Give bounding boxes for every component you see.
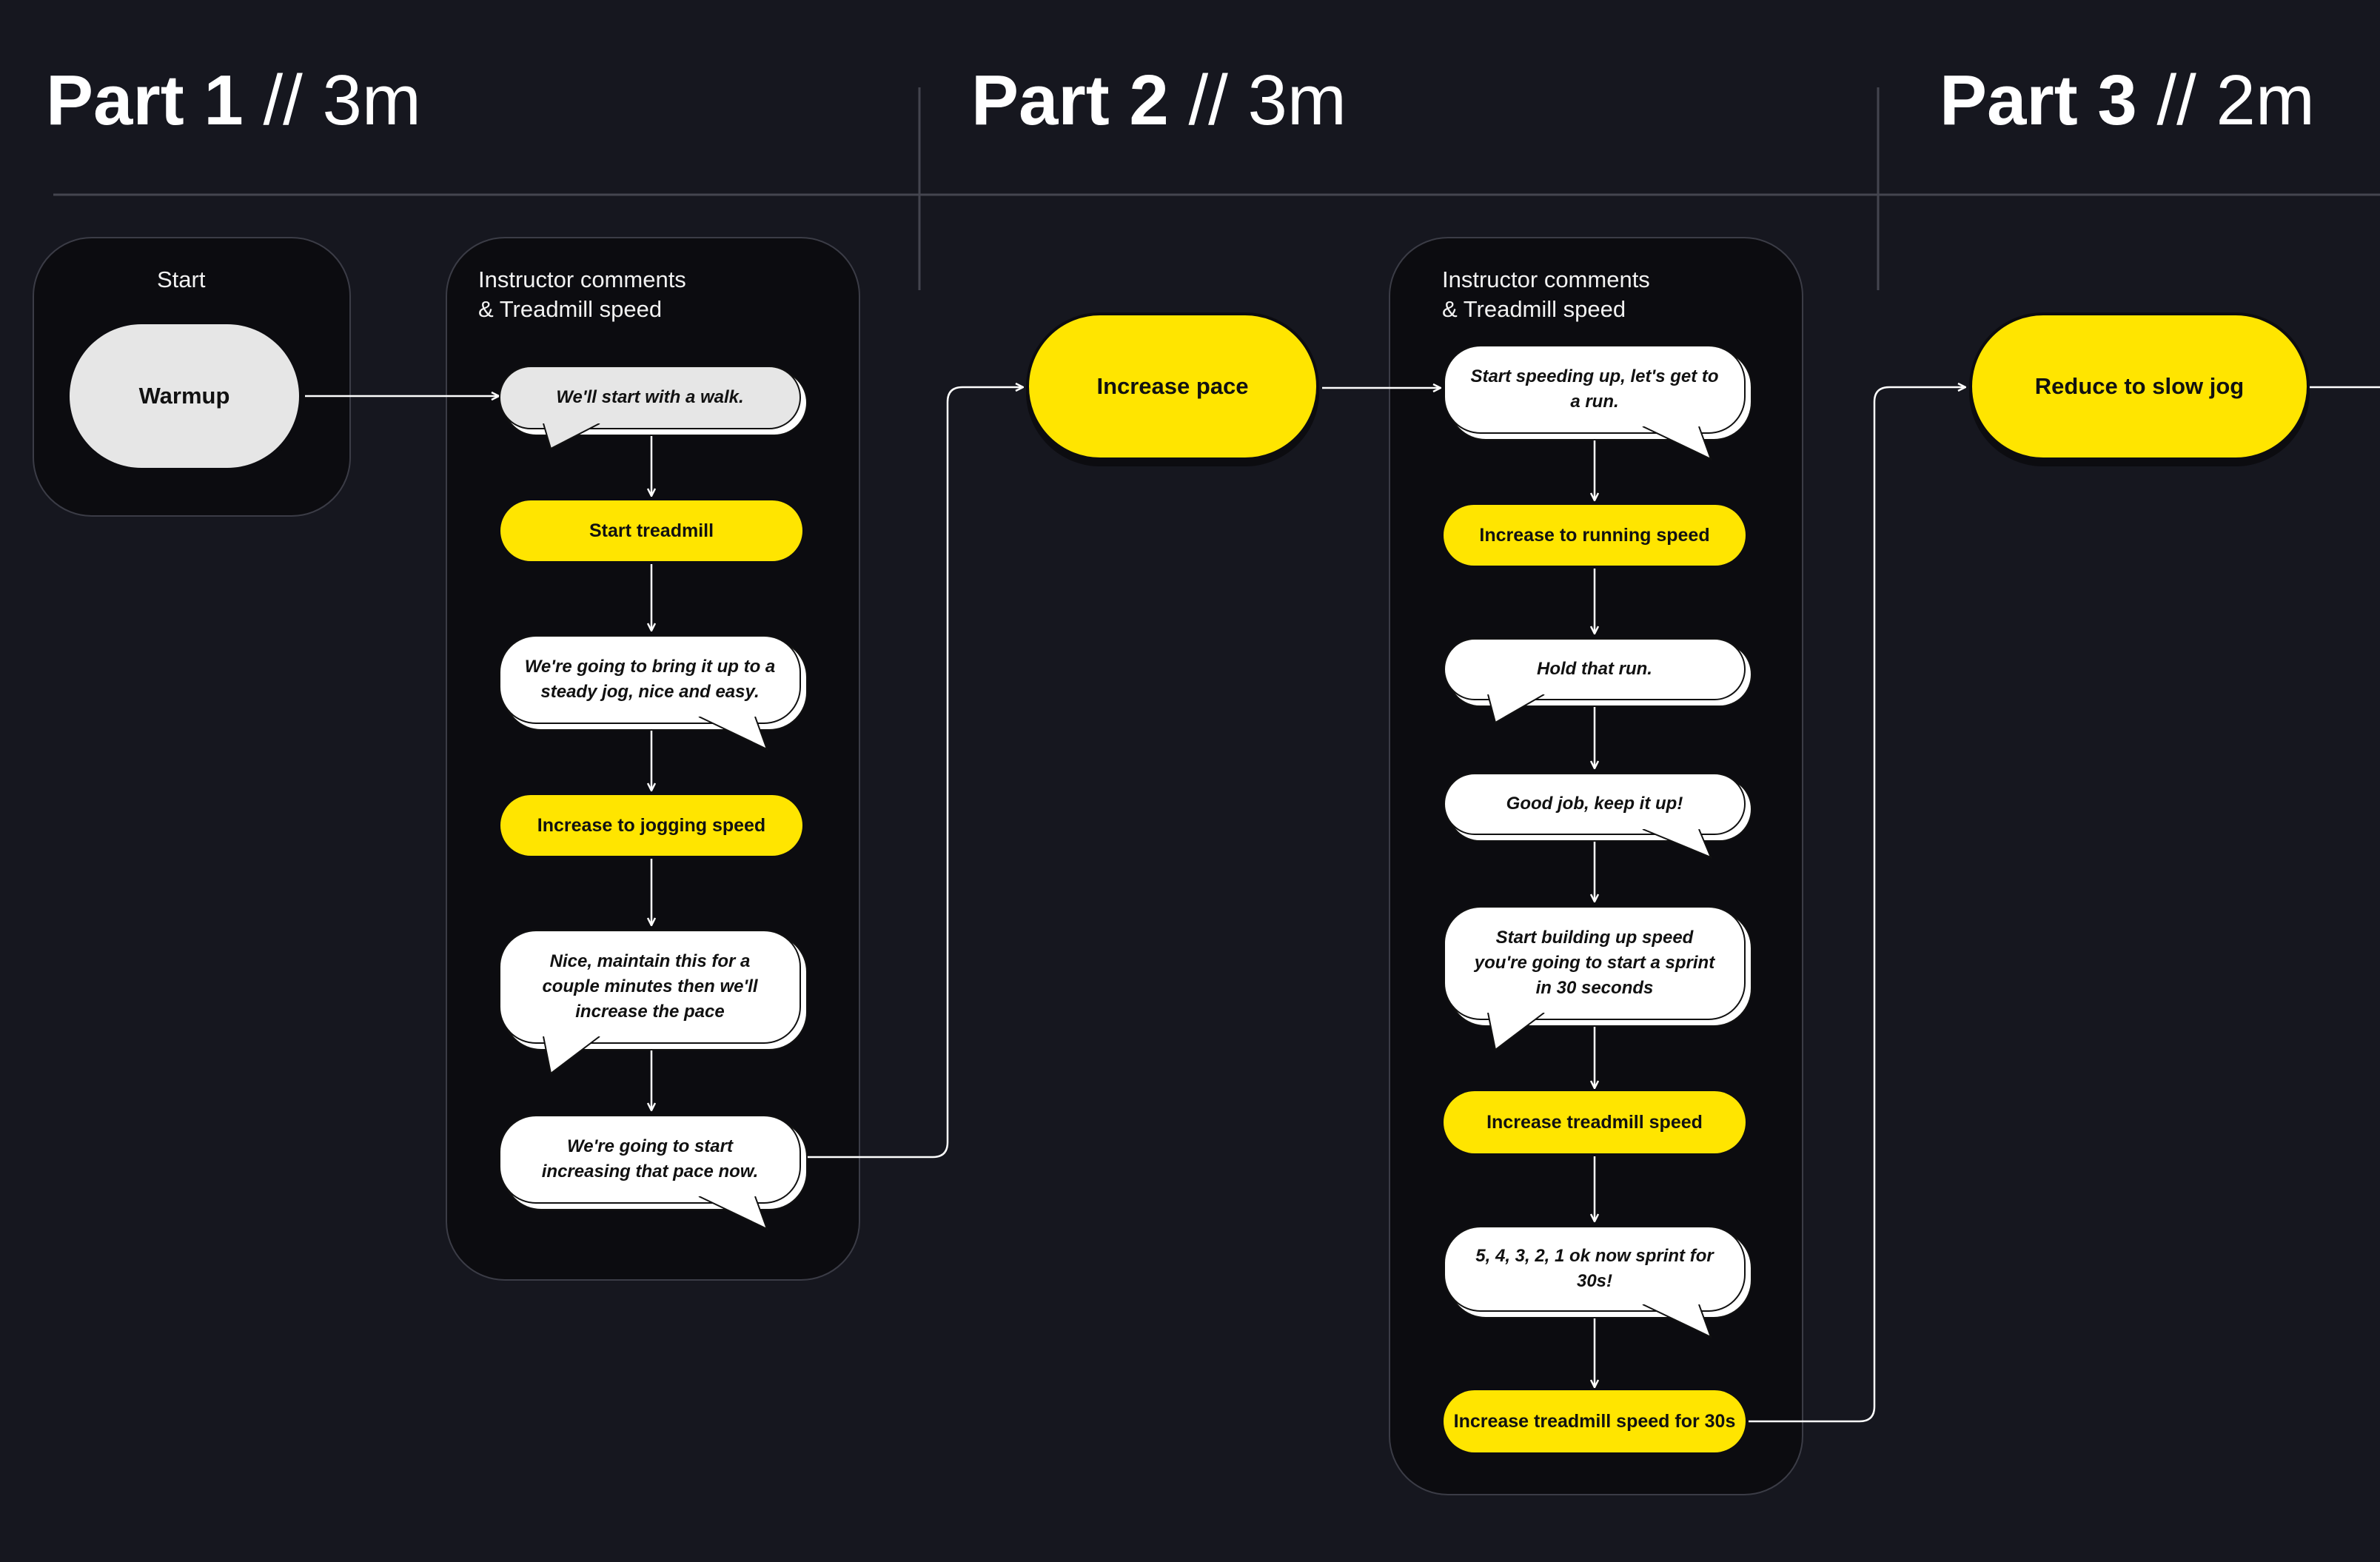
bubble-text: Nice, maintain this for a couple minutes…	[542, 951, 758, 1022]
bubble-text: Start speeding up, let's get to a run.	[1470, 366, 1719, 412]
bubble-p1-increasing-pace[interactable]: We're going to start increasing that pac…	[499, 1115, 801, 1204]
bubble-text: 5, 4, 3, 2, 1 ok now sprint for 30s!	[1475, 1246, 1714, 1291]
bubble-tail	[543, 423, 600, 450]
part-3-title: Part 3 // 2m	[1940, 56, 2315, 145]
bubble-tail	[543, 1036, 600, 1075]
part-1-name: Part 1	[46, 61, 244, 140]
part-2-name: Part 2	[971, 61, 1169, 140]
step-increase-speed-30s[interactable]: Increase treadmill speed for 30s	[1444, 1390, 1746, 1452]
bubble-tail	[1487, 694, 1545, 724]
bubble-tail	[1642, 829, 1712, 859]
header-dividers	[53, 87, 2380, 290]
bubble-p2-build-speed[interactable]: Start building up speed you're going to …	[1444, 906, 1746, 1020]
warmup-node[interactable]: Warmup	[70, 324, 299, 468]
bubble-p2-speeding-up[interactable]: Start speeding up, let's get to a run.	[1444, 345, 1746, 434]
reduce-slow-jog-node[interactable]: Reduce to slow jog	[1969, 312, 2310, 460]
part-1-title: Part 1 // 3m	[46, 56, 421, 145]
bubble-text: We'll start with a walk.	[556, 387, 744, 407]
bubble-text: Start building up speed you're going to …	[1474, 928, 1715, 998]
part-2-title: Part 2 // 3m	[971, 56, 1347, 145]
part-3-name: Part 3	[1940, 61, 2137, 140]
step-increase-running-speed[interactable]: Increase to running speed	[1444, 505, 1746, 566]
step-increase-jogging-speed[interactable]: Increase to jogging speed	[500, 795, 802, 856]
bubble-tail	[698, 1196, 768, 1230]
bubble-text: We're going to start increasing that pac…	[541, 1136, 759, 1181]
bubble-tail	[1487, 1013, 1545, 1051]
bubble-p2-countdown[interactable]: 5, 4, 3, 2, 1 ok now sprint for 30s!	[1444, 1226, 1746, 1312]
bubble-p1-steady-jog[interactable]: We're going to bring it up to a steady j…	[499, 635, 801, 724]
start-label: Start	[157, 267, 206, 292]
bubble-text: Good job, keep it up!	[1506, 794, 1683, 814]
bubble-text: Hold that run.	[1537, 659, 1652, 679]
step-start-treadmill[interactable]: Start treadmill	[500, 500, 802, 561]
bubble-tail	[1642, 1304, 1712, 1338]
bubble-p2-good-job[interactable]: Good job, keep it up!	[1444, 773, 1746, 835]
bubble-tail	[698, 717, 768, 751]
bubble-p1-walk[interactable]: We'll start with a walk.	[499, 366, 801, 429]
bubble-p2-hold-run[interactable]: Hold that run.	[1444, 638, 1746, 700]
increase-pace-node[interactable]: Increase pace	[1026, 312, 1319, 460]
part-1-duration: // 3m	[263, 61, 421, 140]
arrow-p1-to-increase-pace	[805, 387, 1023, 1159]
part-3-duration: // 2m	[2156, 61, 2315, 140]
bubble-tail	[1642, 426, 1712, 460]
instructor-panel-2-label: Instructor comments & Treadmill speed	[1442, 267, 1650, 322]
bubble-text: We're going to bring it up to a steady j…	[524, 657, 776, 702]
part-2-duration: // 3m	[1188, 61, 1347, 140]
instructor-panel-1-label: Instructor comments & Treadmill speed	[478, 267, 686, 322]
bubble-p1-maintain[interactable]: Nice, maintain this for a couple minutes…	[499, 930, 801, 1044]
step-increase-treadmill-speed[interactable]: Increase treadmill speed	[1444, 1091, 1746, 1153]
arrow-p2-to-reduce	[1749, 387, 1965, 1423]
